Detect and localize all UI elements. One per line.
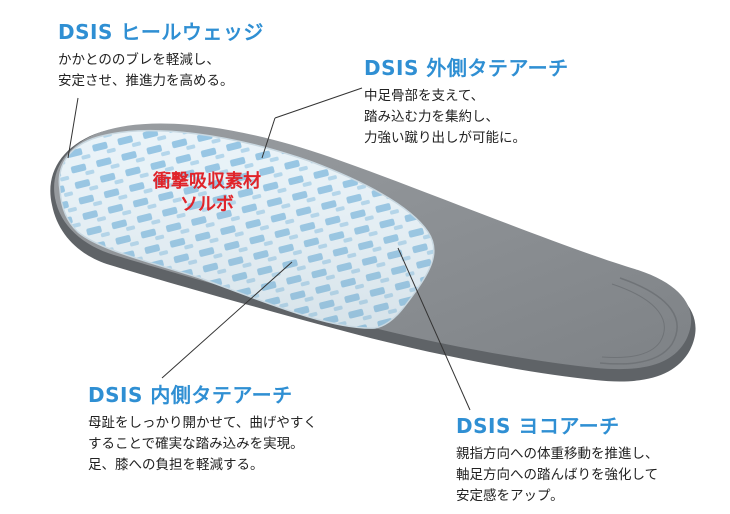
callout-outer-arch-line: 力強い蹴り出しが可能に。 <box>364 130 526 146</box>
callout-transverse-arch-line: 軸足方向への踏んばりを強化して <box>456 467 659 483</box>
callout-transverse-arch-title: DSIS ヨコアーチ <box>456 414 620 438</box>
callout-outer-arch-line: 踏み込む力を集約し、 <box>364 109 499 125</box>
leader-line-outer-arch <box>274 87 363 119</box>
insole-stitch-line <box>601 283 665 359</box>
leader-line-inner-arch <box>161 261 293 379</box>
callout-outer-arch-line: 中足骨部を支えて、 <box>364 88 485 104</box>
callout-outer-arch-title: DSIS 外側タテアーチ <box>364 56 569 80</box>
leader-line-heel <box>67 97 79 159</box>
callout-inner-arch-line: 足、膝への負担を軽減する。 <box>88 457 264 473</box>
material-label-line-1: 衝撃吸収素材 <box>153 171 261 192</box>
callout-transverse-arch-line: 親指方向への体重移動を推進し、 <box>456 446 659 462</box>
callout-transverse-arch: DSIS ヨコアーチ 親指方向への体重移動を推進し、 軸足方向への踏んばりを強化… <box>456 414 659 507</box>
callout-inner-arch: DSIS 内側タテアーチ 母趾をしっかり開かせて、曲げやすく することで確実な踏… <box>88 383 317 476</box>
leader-line-outer-arch-2 <box>261 117 276 159</box>
callout-inner-arch-line: 母趾をしっかり開かせて、曲げやすく <box>88 415 317 431</box>
callout-outer-arch-description: 中足骨部を支えて、 踏み込む力を集約し、 力強い蹴り出しが可能に。 <box>364 86 569 149</box>
callout-heel-wedge-description: かかとののブレを軽減し、 安定させ、推進力を高める。 <box>58 50 264 92</box>
insole-stitch-line <box>599 277 678 365</box>
callout-heel-wedge-line: 安定させ、推進力を高める。 <box>58 73 234 89</box>
callout-inner-arch-title: DSIS 内側タテアーチ <box>88 383 293 407</box>
callout-heel-wedge: DSIS ヒールウェッジ かかとののブレを軽減し、 安定させ、推進力を高める。 <box>58 20 264 92</box>
callout-transverse-arch-description: 親指方向への体重移動を推進し、 軸足方向への踏んばりを強化して 安定感をアップ。 <box>456 444 659 507</box>
material-label-line-2: ソルボ <box>180 194 234 215</box>
leader-line-transverse-arch <box>397 247 471 411</box>
callout-transverse-arch-line: 安定感をアップ。 <box>456 488 564 504</box>
material-label: 衝撃吸収素材 ソルボ <box>132 170 282 216</box>
callout-inner-arch-description: 母趾をしっかり開かせて、曲げやすく することで確実な踏み込みを実現。 足、膝への… <box>88 413 317 476</box>
callout-inner-arch-line: することで確実な踏み込みを実現。 <box>88 436 304 452</box>
sorbo-pad-shade <box>58 129 435 329</box>
callout-heel-wedge-title: DSIS ヒールウェッジ <box>58 20 264 44</box>
callout-heel-wedge-line: かかとののブレを軽減し、 <box>58 52 220 68</box>
callout-outer-arch: DSIS 外側タテアーチ 中足骨部を支えて、 踏み込む力を集約し、 力強い蹴り出… <box>364 56 569 149</box>
